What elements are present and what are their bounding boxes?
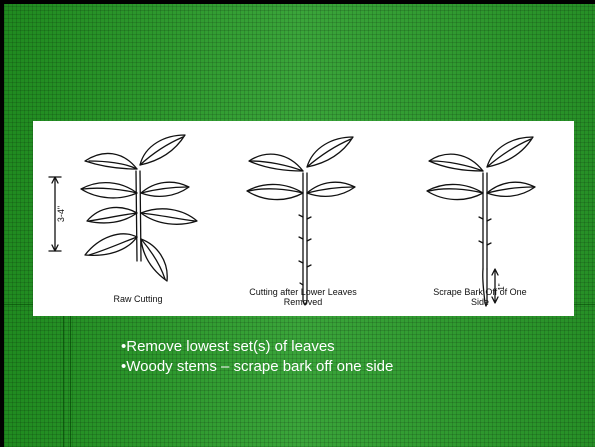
cuttings-illustration: 3-4" 1" Raw Cutting Cutting after Lower … (33, 121, 574, 316)
caption-raw-cutting: Raw Cutting (83, 294, 193, 304)
decor-line (70, 304, 71, 447)
scraped-cutting-plant (427, 137, 535, 306)
caption-lower-leaves-removed: Cutting after Lower Leaves Removed (233, 287, 373, 307)
bullet-list: •Remove lowest set(s) of leaves •Woody s… (121, 337, 393, 377)
decor-line (63, 304, 64, 447)
measure-label: 3-4" (56, 206, 66, 222)
caption-scrape-bark: Scrape Bark Off of One Side (425, 287, 535, 307)
bullet-item: •Woody stems – scrape bark off one side (121, 357, 393, 377)
raw-cutting-plant (49, 135, 197, 281)
stripped-cutting-plant (247, 137, 355, 305)
bullet-item: •Remove lowest set(s) of leaves (121, 337, 393, 357)
